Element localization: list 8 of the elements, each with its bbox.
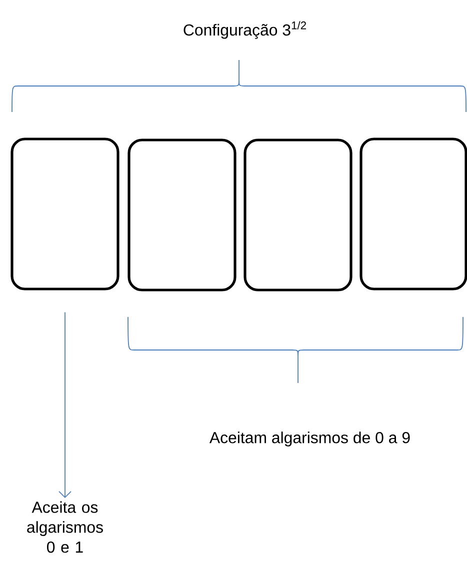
digit-box (360, 138, 467, 290)
digit-box (128, 138, 236, 292)
caption-text: Aceita os algarismos 0 e 1 (27, 501, 103, 553)
digit-box (10, 138, 120, 290)
annotation-text: Aceitam algarismos de 0 a 9 (209, 432, 410, 446)
title: Configuração 3$^{1/2}$ (184, 21, 306, 39)
digit-box (244, 138, 352, 292)
arrow (58, 312, 72, 498)
